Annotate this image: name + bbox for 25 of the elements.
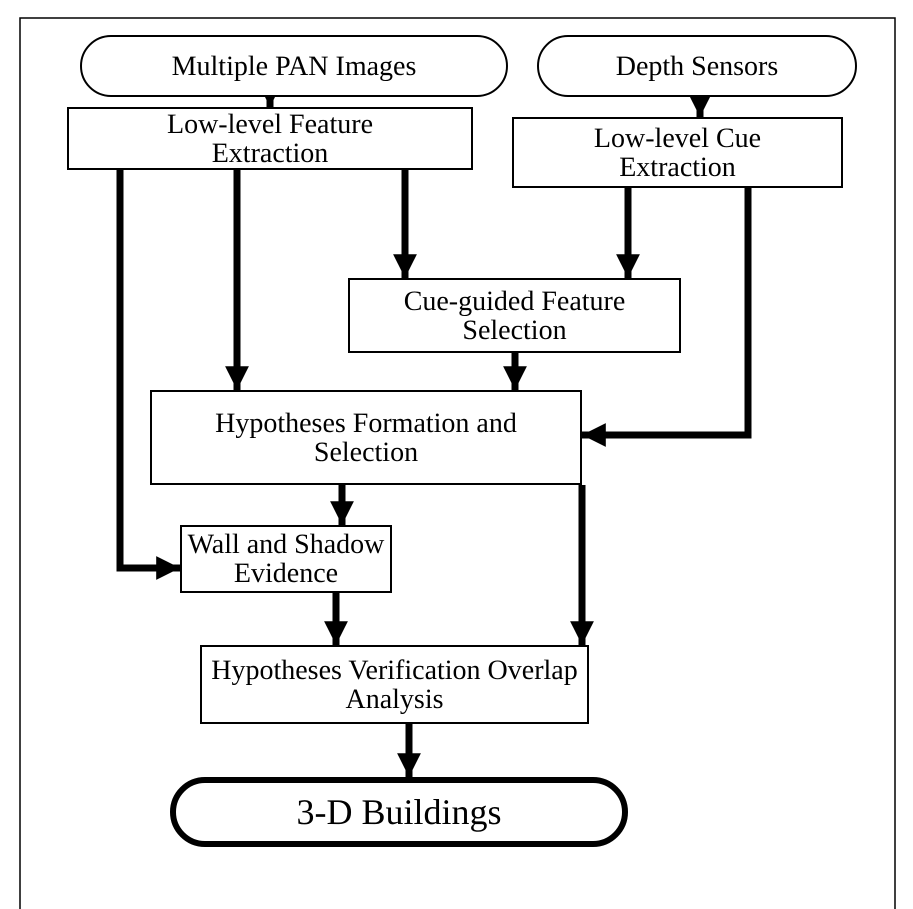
- arrow: [570, 485, 594, 645]
- process-box: [150, 390, 582, 485]
- node-label: 3-D Buildings: [296, 793, 502, 831]
- arrow: [503, 353, 527, 390]
- arrow: [324, 593, 348, 645]
- node-label: Low-level Feature Extraction: [166, 110, 374, 168]
- node-label: Depth Sensors: [616, 52, 778, 80]
- node-label: Cue-guided Feature Selection: [402, 286, 626, 344]
- node-label: Hypotheses Verification Overlap Analysis: [210, 656, 579, 714]
- node-label: Hypotheses Formation and Selection: [214, 408, 518, 466]
- process-box: [512, 117, 843, 188]
- process-box: [348, 278, 681, 353]
- arrow: [330, 485, 354, 525]
- arrow: [225, 170, 249, 390]
- arrow: [393, 170, 417, 278]
- node-label: Low-level Cue Extraction: [592, 124, 762, 182]
- process-box: [200, 645, 589, 724]
- arrow: [616, 188, 640, 278]
- arrow: [116, 170, 180, 580]
- process-box: [67, 107, 473, 170]
- arrow: [397, 724, 421, 777]
- arrow: [582, 188, 752, 447]
- process-box: [180, 525, 392, 593]
- node-label: Wall and Shadow Evidence: [186, 530, 386, 588]
- node-label: Multiple PAN Images: [172, 52, 416, 80]
